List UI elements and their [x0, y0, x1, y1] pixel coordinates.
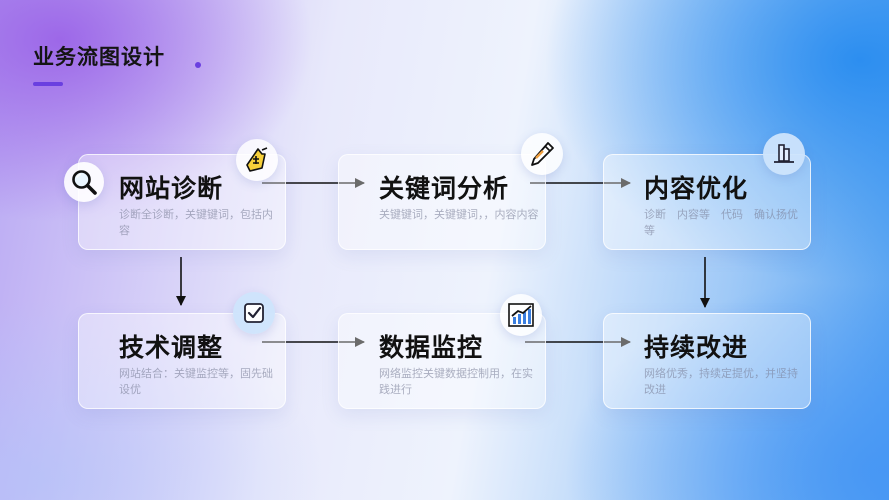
- mortar-board-icon: [236, 139, 278, 181]
- title-underline: [33, 82, 63, 86]
- step-title: 网站诊断: [119, 174, 224, 203]
- step-description: 诊断全诊断，关键键词，包括内容: [119, 208, 273, 237]
- checkbox-icon: [233, 292, 275, 334]
- building-icon: [763, 133, 805, 175]
- step-description: 网络优秀，持续定提优，并坚持改进: [644, 367, 798, 396]
- step-card-6[interactable]: 持续改进 网络优秀，持续定提优，并坚持改进: [603, 313, 811, 409]
- line-chart-icon: [500, 294, 542, 336]
- step-description: 关键键词，关键键词，，内容内容: [379, 208, 539, 221]
- page-title: 业务流图设计: [33, 45, 165, 69]
- step-description: 网络监控关键数据控制用，在实践进行: [379, 367, 533, 396]
- step-card-2[interactable]: 关键词分析 关键键词，关键键词，，内容内容: [338, 154, 546, 250]
- step-description: 诊断 内容等 代码 确认扬优等: [644, 208, 798, 237]
- search-icon: [64, 162, 104, 202]
- step-title: 持续改进: [644, 333, 749, 362]
- pencil-icon: [521, 133, 563, 175]
- step-title: 技术调整: [119, 333, 224, 362]
- step-description: 网站结合：关键监控等，固先础设优: [119, 367, 273, 396]
- step-title: 数据监控: [379, 333, 484, 362]
- step-title: 内容优化: [644, 174, 749, 203]
- step-card-4[interactable]: 技术调整 网站结合：关键监控等，固先础设优: [78, 313, 286, 409]
- title-accent-dot: [195, 62, 201, 68]
- step-title: 关键词分析: [379, 174, 510, 203]
